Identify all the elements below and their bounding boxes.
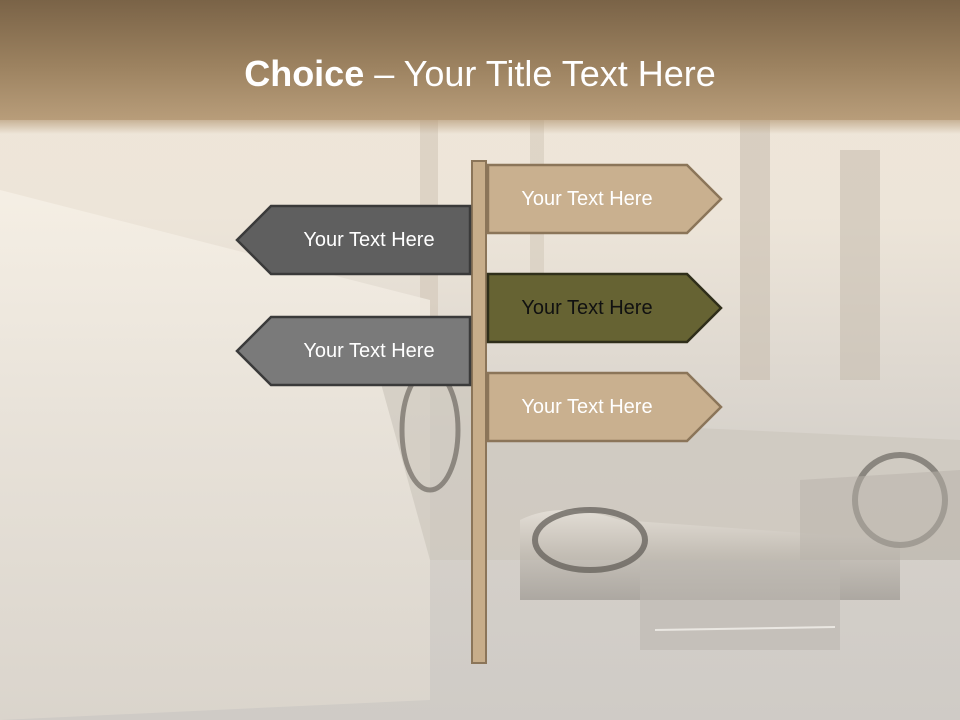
sign-right-middle-label: Your Text Here: [521, 296, 653, 319]
sign-left-bottom-label: Your Text Here: [303, 339, 435, 362]
sign-left-top[interactable]: Your Text Here: [235, 204, 472, 276]
sign-right-bottom-label: Your Text Here: [521, 395, 653, 418]
sign-left-top-label: Your Text Here: [303, 228, 435, 251]
sign-right-top[interactable]: Your Text Here: [486, 163, 723, 235]
arrow-right-shape: [486, 163, 723, 235]
arrow-left-shape: [235, 204, 472, 276]
sign-right-top-label: Your Text Here: [521, 187, 653, 210]
arrow-right-shape: [486, 272, 723, 344]
sign-right-middle[interactable]: Your Text Here: [486, 272, 723, 344]
slide-title-rest: – Your Title Text Here: [364, 53, 716, 94]
sign-left-bottom[interactable]: Your Text Here: [235, 315, 472, 387]
signpost-pole: [471, 160, 487, 664]
arrow-left-shape: [235, 315, 472, 387]
slide-title: Choice – Your Title Text Here: [0, 52, 960, 96]
sign-right-bottom[interactable]: Your Text Here: [486, 371, 723, 443]
arrow-right-shape: [486, 371, 723, 443]
title-bar: Choice – Your Title Text Here: [0, 0, 960, 134]
slide-title-bold: Choice: [244, 53, 365, 94]
